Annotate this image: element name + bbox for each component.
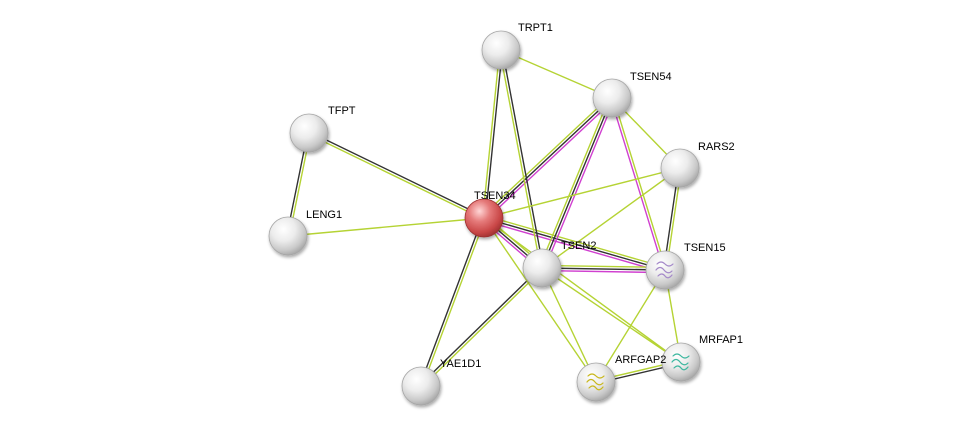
edge-line-black (501, 49, 544, 269)
edge-line-black (484, 49, 503, 219)
edge-tsen34-arfgap2[interactable] (483, 217, 597, 383)
edge-line-magenta (485, 99, 615, 221)
edge-line-black (419, 266, 542, 386)
node-mrfap1[interactable]: MRFAP1 (661, 334, 743, 382)
node-tsen34[interactable]: TSEN34 (464, 190, 516, 238)
node-circle[interactable] (401, 366, 441, 406)
node-circle[interactable] (464, 198, 504, 238)
edge-line-yellowgreen (484, 214, 667, 269)
protein-structure-path (586, 373, 605, 391)
edge-line-magenta (543, 98, 616, 270)
protein-structure-icon (655, 261, 674, 279)
edge-tsen34-mrfap1[interactable] (483, 217, 682, 363)
edge-tsen2-yae1d1[interactable] (419, 266, 544, 388)
edge-tsen34-tsen54[interactable] (481, 95, 615, 221)
node-circle[interactable] (268, 216, 308, 256)
node-label: TSEN54 (630, 71, 672, 83)
node-circle[interactable] (660, 148, 700, 188)
edge-line-yellowgreen (483, 217, 597, 383)
edge-line-yellowgreen (541, 267, 682, 363)
edge-line-black (541, 267, 666, 271)
node-yae1d1[interactable]: YAE1D1 (401, 358, 481, 406)
node-circle[interactable] (592, 78, 632, 118)
node-circle[interactable] (481, 30, 521, 70)
node-label: ARFGAP2 (615, 354, 666, 366)
protein-structure-icon (671, 353, 690, 371)
edge-line-yellowgreen (421, 268, 544, 388)
node-circle[interactable] (645, 250, 685, 290)
edge-tsen54-tsen15[interactable] (610, 96, 667, 272)
node-rars2[interactable]: RARS2 (660, 141, 735, 188)
edge-line-yellowgreen (483, 217, 682, 363)
edge-line-black (419, 216, 484, 387)
node-label: MRFAP1 (699, 334, 743, 346)
edge-tsen2-mrfap1[interactable] (541, 267, 682, 363)
edge-tsen2-tsen54[interactable] (538, 96, 616, 270)
node-label: LENG1 (306, 209, 342, 221)
edge-tsen34-trpt1[interactable] (482, 49, 503, 219)
node-circle[interactable] (661, 342, 701, 382)
node-circle[interactable] (289, 113, 329, 153)
edge-line-black (308, 131, 486, 218)
edge-line-yellowgreen (538, 96, 611, 268)
edge-line-yellowgreen (595, 269, 666, 383)
node-label: TRPT1 (518, 22, 553, 34)
node-tsen54[interactable]: TSEN54 (592, 71, 672, 118)
edge-tsen15-arfgap2[interactable] (595, 269, 666, 383)
edge-line-yellowgreen (482, 49, 501, 219)
node-label: TFPT (328, 105, 356, 117)
node-trpt1[interactable]: TRPT1 (481, 22, 553, 70)
node-circle[interactable] (522, 248, 562, 288)
node-tsen2[interactable]: TSEN2 (522, 240, 596, 288)
node-label: TSEN15 (684, 242, 726, 254)
edge-line-black (483, 97, 613, 219)
edge-line-magenta (482, 219, 665, 274)
edge-tsen34-yae1d1[interactable] (419, 216, 486, 388)
node-label: TSEN2 (561, 240, 596, 252)
edge-tsen34-tfpt[interactable] (307, 131, 486, 220)
edge-tsen34-leng1[interactable] (287, 217, 485, 237)
edge-tsen2-trpt1[interactable] (499, 49, 544, 269)
edge-line-yellowgreen (287, 217, 485, 237)
edge-line-yellowgreen (500, 49, 613, 99)
edge-line-yellowgreen (481, 95, 611, 217)
node-circle[interactable] (576, 362, 616, 402)
protein-structure-path (671, 353, 690, 371)
node-label: RARS2 (698, 141, 735, 153)
edge-line-yellowgreen (483, 167, 681, 219)
edge-tsen2-arfgap2[interactable] (541, 267, 597, 383)
edge-line-yellowgreen (541, 267, 597, 383)
edge-line-magenta (541, 269, 666, 274)
edge-tsen34-rars2[interactable] (483, 167, 681, 219)
protein-structure-path (655, 261, 674, 279)
edge-line-yellowgreen (541, 167, 681, 269)
node-arfgap2[interactable]: ARFGAP2 (576, 354, 666, 402)
edge-line-magenta (610, 97, 665, 272)
edge-tsen2-tsen15[interactable] (541, 264, 666, 274)
edge-line-yellowgreen (307, 133, 485, 220)
edge-line-yellowgreen (421, 217, 486, 388)
edge-line-black (541, 97, 613, 269)
edge-line-yellowgreen (541, 264, 666, 269)
edge-line-yellowgreen (499, 49, 542, 269)
protein-structure-icon (586, 373, 605, 391)
edge-tsen2-rars2[interactable] (541, 167, 681, 269)
node-tsen15[interactable]: TSEN15 (645, 242, 726, 290)
node-leng1[interactable]: LENG1 (268, 209, 342, 256)
edge-trpt1-tsen54[interactable] (500, 49, 613, 99)
node-label: TSEN34 (474, 190, 516, 202)
node-label: YAE1D1 (440, 358, 481, 370)
node-tfpt[interactable]: TFPT (289, 105, 356, 153)
edge-line-yellowgreen (612, 96, 667, 271)
